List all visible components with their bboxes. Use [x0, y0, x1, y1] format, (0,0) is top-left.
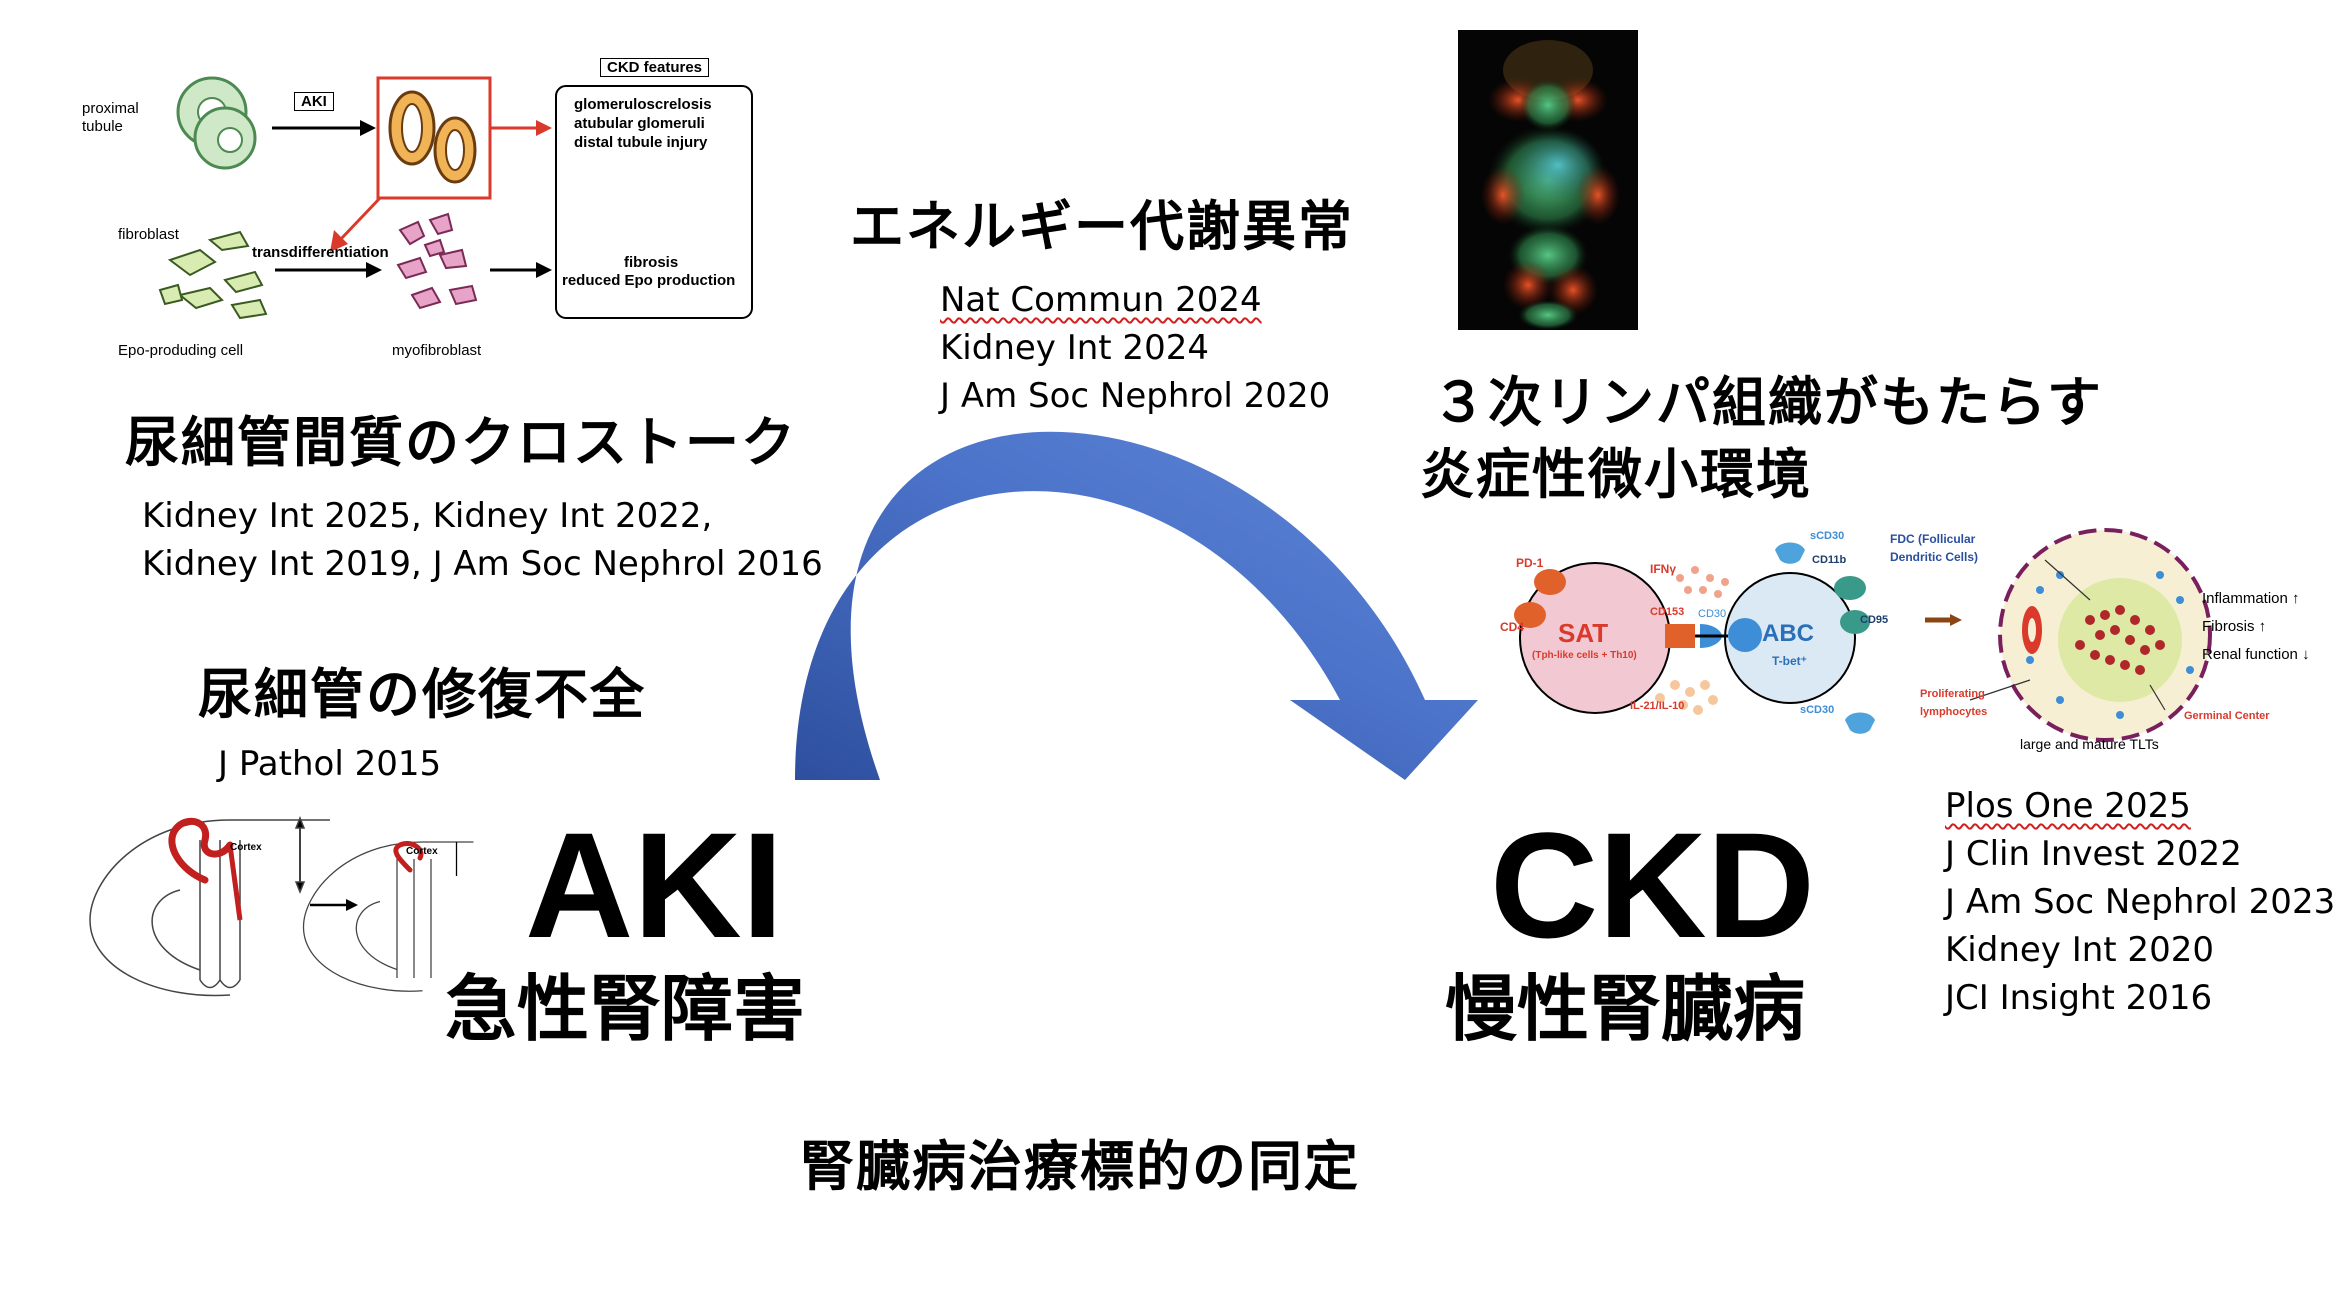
- pd1-receptor: [1534, 569, 1566, 595]
- label-myofibroblast: myofibroblast: [392, 342, 482, 359]
- label-cd95: CD95: [1860, 614, 1889, 626]
- label-cd30: CD30: [1698, 608, 1727, 620]
- scd30-bottom-icon: [1845, 712, 1875, 734]
- label-fibroblast: fibroblast: [118, 226, 179, 243]
- label-proximal: proximal: [82, 100, 139, 117]
- ref-item: Kidney Int 2025, Kidney Int 2022,: [142, 496, 713, 536]
- label-epo-cell: Epo-produding cell: [118, 342, 244, 359]
- label-aki-small: AKI: [294, 92, 334, 111]
- label-cd153: CD153: [1650, 606, 1685, 618]
- label-abc-sub: T-bet⁺: [1772, 654, 1807, 668]
- outcome-fibrosis: Fibrosis ↑: [2202, 618, 2267, 635]
- feature-fibrosis: fibrosis: [624, 254, 679, 271]
- heading-tlt-line1: ３次リンパ組織がもたらす: [1432, 371, 2103, 434]
- myofibroblast-cells-icon: [396, 212, 478, 310]
- label-fdc-1: FDC (Follicular: [1890, 532, 1976, 546]
- aki-japanese-label: 急性腎障害: [445, 967, 806, 1051]
- refs-repair: J Pathol 2015: [218, 740, 441, 788]
- heading-target-identification: 腎臓病治療標的の同定: [800, 1135, 1360, 1198]
- label-cd11b: CD11b: [1812, 554, 1847, 566]
- heading-crosstalk: 尿細管間質のクロストーク: [125, 411, 797, 474]
- label-cortex-right: Cortex: [406, 846, 438, 857]
- injured-tubule-red: [393, 841, 424, 873]
- outcome-renal-function: Renal function ↓: [2202, 646, 2310, 663]
- refs-crosstalk: Kidney Int 2025, Kidney Int 2022, Kidney…: [142, 492, 823, 588]
- feature-3: distal tubule injury: [574, 134, 708, 151]
- ckd-features-box: [555, 85, 753, 319]
- outcome-inflammation: Inflammation ↑: [2202, 590, 2300, 607]
- label-ckd-features: CKD features: [600, 58, 710, 77]
- label-scd30-top: sCD30: [1810, 530, 1845, 542]
- figure-kidney-schematic: Cortex Cortex: [80, 800, 500, 1010]
- label-sat: SAT: [1558, 618, 1609, 648]
- label-il: IL-21/IL-10: [1630, 700, 1685, 712]
- label-sat-sub: (Tph-like cells + Th10): [1532, 650, 1637, 661]
- label-tlt-caption: large and mature TLTs: [2020, 736, 2159, 752]
- fluorescence-mouse-image: [1458, 30, 1638, 330]
- tlt-drawing: [1514, 528, 2212, 742]
- label-pd1: PD-1: [1516, 556, 1544, 570]
- label-fdc-2: Dendritic Cells): [1890, 550, 1979, 564]
- ckd-japanese-label: 慢性腎臓病: [1445, 967, 1806, 1051]
- cd95-receptor: [1840, 610, 1870, 634]
- figure-tlt: SAT (Tph-like cells + Th10) ABC T-bet⁺ P…: [1500, 520, 2320, 770]
- ref-item: J Pathol 2015: [218, 744, 442, 784]
- ckd-abbreviation: CKD: [1490, 801, 1815, 969]
- abc-cell: [1724, 572, 1856, 704]
- refs-energy: Nat Commun 2024 Kidney Int 2024 J Am Soc…: [940, 276, 1330, 420]
- label-prolif-2: lymphocytes: [1920, 706, 1988, 718]
- feature-2: atubular glomeruli: [574, 115, 705, 132]
- figure-crosstalk: proximal tubule AKI CKD features glomeru…: [0, 0, 780, 380]
- refs-tlt: Plos One 2025 J Clin Invest 2022 J Am So…: [1945, 782, 2335, 1022]
- heading-tlt-line2: 炎症性微小環境: [1420, 443, 1812, 506]
- fibroblast-cells-icon: [158, 230, 268, 320]
- heading-repair: 尿細管の修復不全: [198, 663, 646, 726]
- feature-epo: reduced Epo production: [562, 272, 736, 289]
- label-germinal-center: Germinal Center: [2184, 710, 2270, 722]
- ref-item: Kidney Int 2024: [940, 328, 1209, 368]
- scd30-top-icon: [1775, 542, 1805, 564]
- ref-item: J Am Soc Nephrol 2023: [1945, 882, 2336, 922]
- cd11b-receptor: [1834, 576, 1866, 600]
- label-transdifferentiation: transdifferentiation: [252, 244, 389, 261]
- ref-item: Kidney Int 2019, J Am Soc Nephrol 2016: [142, 544, 823, 584]
- label-cd4: CD4: [1500, 620, 1525, 634]
- cd4-receptor: [1514, 602, 1546, 628]
- label-scd30-bottom: sCD30: [1800, 704, 1835, 716]
- ref-item: Kidney Int 2020: [1945, 930, 2214, 970]
- ref-item: J Clin Invest 2022: [1945, 834, 2242, 874]
- ref-item: JCI Insight 2016: [1945, 978, 2213, 1018]
- cd153-ligand: [1665, 624, 1695, 648]
- proximal-tubule-icon: [176, 76, 257, 170]
- label-abc: ABC: [1762, 620, 1814, 647]
- kidney-drawing: [89, 815, 474, 997]
- heading-energy-metabolism: エネルギー代謝異常: [850, 195, 1354, 258]
- arrow-shape: [795, 431, 1478, 780]
- label-cortex-left: Cortex: [230, 842, 262, 853]
- label-ifng: IFNγ: [1650, 562, 1677, 576]
- label-prolif-1: Proliferating: [1920, 688, 1985, 700]
- healthy-tubule-red: [168, 817, 234, 884]
- ref-item: Plos One 2025: [1945, 786, 2191, 826]
- label-tubule: tubule: [82, 118, 123, 135]
- aki-abbreviation: AKI: [525, 801, 784, 969]
- ref-item: J Am Soc Nephrol 2020: [940, 376, 1331, 416]
- feature-1: glomeruloscrelosis: [574, 96, 712, 113]
- ref-item: Nat Commun 2024: [940, 280, 1262, 320]
- crosstalk-drawing: [158, 76, 753, 320]
